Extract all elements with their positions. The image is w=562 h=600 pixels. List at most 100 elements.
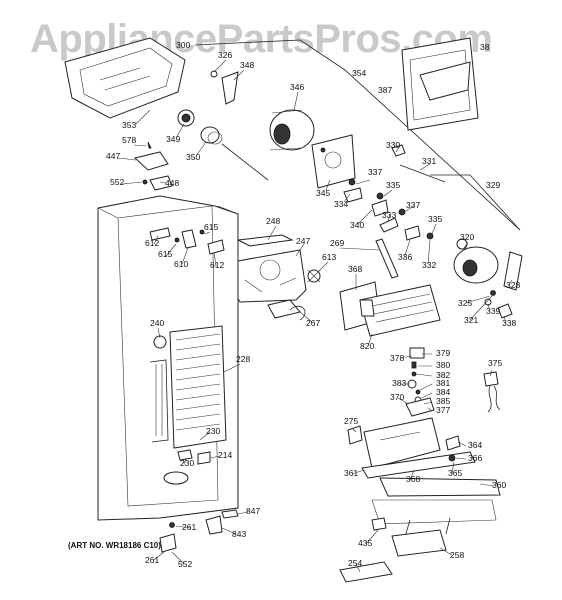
wire-harness [483, 371, 501, 413]
callout-330: 330 [386, 140, 400, 150]
callout-269: 269 [330, 238, 344, 248]
callout-300: 300 [176, 40, 190, 50]
callout-377: 377 [436, 405, 450, 415]
callout-leaders [117, 59, 513, 573]
dispenser-housing [347, 417, 441, 469]
callout-320: 320 [460, 232, 474, 242]
thermostat-230 [177, 449, 193, 461]
callout-336: 336 [398, 252, 412, 262]
callout-337-b: 337 [406, 200, 420, 210]
callout-333: 333 [382, 210, 396, 220]
callout-375: 375 [488, 358, 502, 368]
callout-248: 248 [266, 216, 280, 226]
art-number: (ART NO. WR18186 C10) [68, 541, 161, 550]
callout-332: 332 [422, 260, 436, 270]
callout-448: 448 [165, 178, 179, 188]
callout-447: 447 [106, 151, 120, 161]
callout-613: 613 [322, 252, 336, 262]
dispenser-small-parts [405, 347, 435, 417]
callout-384: 384 [436, 387, 450, 397]
callout-552-top: 552 [110, 177, 124, 187]
auger-motor [269, 109, 315, 151]
drip-tray-254 [339, 561, 393, 583]
actuator-435 [371, 517, 387, 531]
dispenser-base-frame [361, 451, 501, 541]
callout-364: 364 [468, 440, 482, 450]
callout-379: 379 [436, 348, 450, 358]
dispenser-switches [445, 435, 461, 462]
callout-353: 353 [122, 120, 136, 130]
callout-382: 382 [436, 370, 450, 380]
callout-348: 348 [240, 60, 254, 70]
defrost-heater [149, 359, 169, 443]
callout-383: 383 [392, 378, 406, 388]
callout-331: 331 [422, 156, 436, 166]
callout-346: 346 [290, 82, 304, 92]
drain-cup [163, 471, 189, 485]
cabinet-brackets [149, 227, 225, 255]
callout-337-a: 337 [368, 167, 382, 177]
callout-335-a: 335 [386, 180, 400, 190]
callout-366: 366 [468, 453, 482, 463]
callout-612-b: 612 [210, 260, 224, 270]
leader-354 [194, 39, 521, 231]
callout-843: 843 [232, 529, 246, 539]
callout-258: 258 [450, 550, 464, 560]
shelf-bracket [210, 70, 239, 105]
ice-maker-assembly [339, 281, 441, 337]
auger-coupling [177, 109, 269, 181]
callout-361: 361 [344, 468, 358, 478]
callout-381: 381 [436, 378, 450, 388]
callout-254: 254 [348, 558, 362, 568]
ice-maker-motor-module [453, 238, 523, 291]
callout-578: 578 [122, 135, 136, 145]
fill-tube [375, 238, 399, 279]
callout-360: 360 [492, 480, 506, 490]
callout-615-b: 615 [158, 249, 172, 259]
callout-615-a: 615 [204, 222, 218, 232]
callout-820: 820 [360, 341, 374, 351]
callout-387: 387 [378, 85, 392, 95]
callout-261-b: 261 [145, 555, 159, 565]
callout-326: 326 [218, 50, 232, 60]
callout-240: 240 [150, 318, 164, 328]
callout-230-a: 230 [206, 426, 220, 436]
callout-370: 370 [390, 392, 404, 402]
callout-378: 378 [390, 353, 404, 363]
motor-mount-plate [311, 134, 356, 189]
callout-335-b: 335 [428, 214, 442, 224]
callout-368: 368 [348, 264, 362, 274]
callout-275: 275 [344, 416, 358, 426]
callout-552-bottom: 552 [178, 559, 192, 569]
callout-247: 247 [296, 236, 310, 246]
dispenser-door [401, 37, 479, 131]
bottom-fasteners [159, 509, 239, 553]
callout-228: 228 [236, 354, 250, 364]
callout-612-a: 612 [145, 238, 159, 248]
callout-338: 338 [502, 318, 516, 328]
small-parts-right [484, 290, 513, 319]
callout-321: 321 [464, 315, 478, 325]
callout-368-b: 368 [406, 474, 420, 484]
fan-motor-267 [267, 299, 306, 321]
callout-labels: 300 326 348 354 38 387 346 353 349 578 3… [106, 40, 520, 569]
linkage-parts [343, 144, 446, 241]
leader-329 [430, 174, 521, 231]
callout-354: 354 [352, 68, 366, 78]
callout-345: 345 [316, 188, 330, 198]
callout-339: 339 [486, 306, 500, 316]
callout-329: 329 [486, 180, 500, 190]
ice-bucket [64, 37, 186, 119]
callout-38: 38 [480, 42, 490, 52]
callout-380: 380 [436, 360, 450, 370]
evaporator-coil [153, 325, 227, 449]
callout-267: 267 [306, 318, 320, 328]
drain-part-214 [197, 451, 211, 465]
callout-847: 847 [246, 506, 260, 516]
callout-230-b: 230 [180, 458, 194, 468]
callout-328: 328 [506, 280, 520, 290]
callout-340: 340 [350, 220, 364, 230]
callout-261-a: 261 [182, 522, 196, 532]
small-fasteners-left [133, 141, 173, 191]
callout-435: 435 [358, 538, 372, 548]
